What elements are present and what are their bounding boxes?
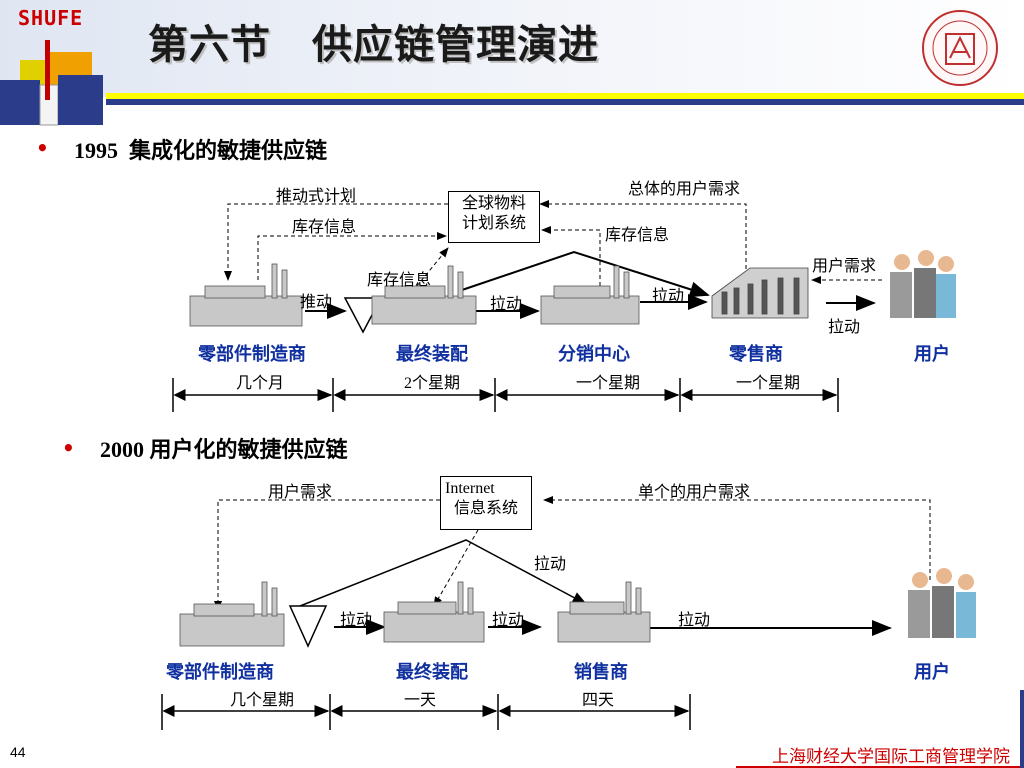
node-final-assembly: 最终装配 xyxy=(396,662,468,682)
system-box-line-1: Internet xyxy=(445,480,495,497)
factory-icon xyxy=(383,581,485,643)
section2-heading: 2000 用户化的敏捷供应链 xyxy=(100,432,348,464)
people-handshake-icon xyxy=(890,250,956,318)
bullet-2: • xyxy=(62,436,75,460)
system-box-line-2: 信息系统 xyxy=(453,500,518,517)
label-pull: 拉动 xyxy=(534,556,567,573)
node-final-assembly: 最终装配 xyxy=(396,344,468,364)
brand-cube-logo xyxy=(0,40,103,126)
label-pull: 拉动 xyxy=(828,319,861,336)
node-parts-manufacturer: 零部件制造商 xyxy=(166,662,274,682)
section1-year: 1995 xyxy=(74,138,118,163)
header-band xyxy=(0,0,1024,97)
factory-icon xyxy=(189,263,303,327)
duration-label: 一个星期 xyxy=(736,375,801,392)
label-pull: 拉动 xyxy=(492,612,525,629)
global-planning-system-box: 全球物料 计划系统 xyxy=(448,191,540,243)
label-single-user-demand: 单个的用户需求 xyxy=(638,484,751,501)
system-box-line-2: 计划系统 xyxy=(461,215,526,232)
section1-heading-text: 集成化的敏捷供应链 xyxy=(129,138,328,163)
footer-rule xyxy=(736,766,1024,768)
label-inventory-info: 库存信息 xyxy=(367,272,432,289)
label-pull: 拉动 xyxy=(678,612,711,629)
label-user-demand: 用户需求 xyxy=(812,258,877,275)
retail-building-icon xyxy=(711,267,809,319)
label-total-demand: 总体的用户需求 xyxy=(628,181,741,198)
duration-label: 一天 xyxy=(404,692,437,709)
label-pull: 拉动 xyxy=(490,296,523,313)
duration-label: 几个星期 xyxy=(230,692,295,709)
system-box-line-1: 全球物料 xyxy=(461,195,526,212)
node-user: 用户 xyxy=(914,662,950,682)
node-seller: 销售商 xyxy=(574,662,628,682)
brand-logo-text: SHUFE xyxy=(18,6,84,30)
section2-year: 2000 xyxy=(100,437,144,462)
page-number: 44 xyxy=(10,744,26,760)
node-retailer: 零售商 xyxy=(729,344,783,364)
factory-icon xyxy=(179,581,285,647)
section2-heading-text: 用户化的敏捷供应链 xyxy=(149,437,348,462)
node-user: 用户 xyxy=(914,344,950,364)
footer-school-name: 上海财经大学国际工商管理学院 xyxy=(772,747,1010,766)
factory-icon xyxy=(371,265,477,325)
duration-label: 几个月 xyxy=(236,375,285,392)
label-push: 推动 xyxy=(300,294,333,311)
factory-icon xyxy=(540,265,640,325)
label-pull: 拉动 xyxy=(652,288,685,305)
label-user-demand: 用户需求 xyxy=(268,484,333,501)
label-inventory-info: 库存信息 xyxy=(605,227,670,244)
node-parts-manufacturer: 零部件制造商 xyxy=(198,344,306,364)
node-distribution-center: 分销中心 xyxy=(558,344,630,364)
factory-icon xyxy=(557,581,651,643)
bullet-1: • xyxy=(36,136,49,160)
header-rule-blue xyxy=(106,99,1024,105)
university-seal-icon xyxy=(922,10,998,86)
label-push-plan: 推动式计划 xyxy=(276,188,357,205)
section1-heading: 1995 集成化的敏捷供应链 xyxy=(74,133,327,165)
right-edge-rule xyxy=(1020,690,1024,768)
duration-label: 一个星期 xyxy=(576,375,641,392)
label-inventory-info: 库存信息 xyxy=(292,219,357,236)
header-rule-yellow xyxy=(106,93,1024,99)
page-title: 第六节 供应链管理演进 xyxy=(148,22,599,68)
internet-system-box: Internet 信息系统 xyxy=(440,476,532,530)
people-handshake-icon xyxy=(908,568,976,638)
duration-label: 2个星期 xyxy=(404,375,461,392)
label-pull: 拉动 xyxy=(340,612,373,629)
duration-label: 四天 xyxy=(582,692,615,709)
